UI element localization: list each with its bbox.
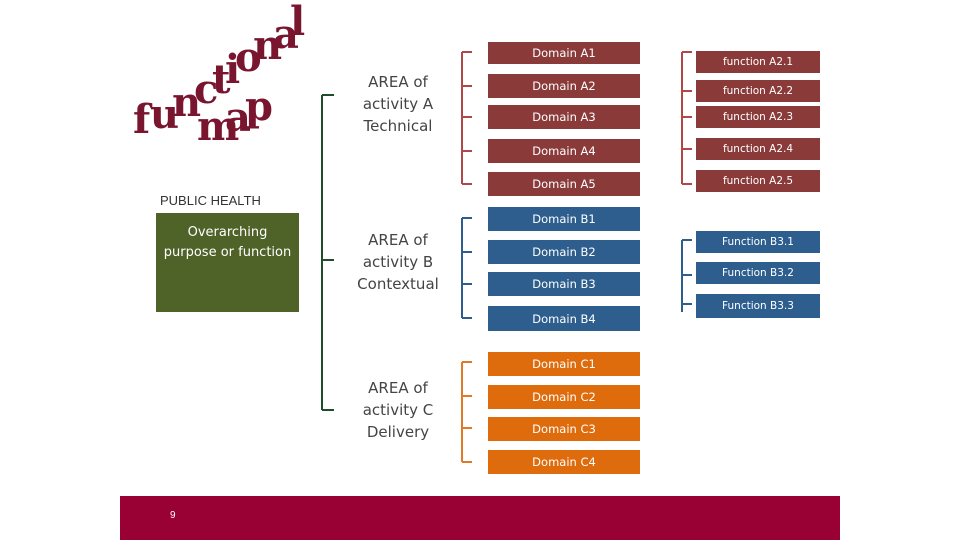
domain-b1: Domain B1	[488, 207, 640, 231]
domain-c1: Domain C1	[488, 352, 640, 376]
domain-a4: Domain A4	[488, 139, 640, 163]
domain-a5: Domain A5	[488, 172, 640, 196]
area-c-label: AREA of activity C Delivery	[362, 379, 434, 441]
area-b-label: AREA of activity B Contextual	[357, 231, 439, 293]
area-b: AREA of activity B Contextual	[342, 226, 454, 298]
domain-c4: Domain C4	[488, 450, 640, 474]
title-char: i	[225, 46, 241, 93]
domain-b4: Domain B4	[488, 306, 640, 331]
area-a: AREA of activity A Technical	[342, 68, 454, 140]
domain-b2: Domain B2	[488, 240, 640, 264]
function-a2-4: function A2.4	[696, 138, 820, 160]
domain-a2: Domain A2	[488, 74, 640, 98]
title-char: a	[273, 11, 299, 58]
title-char: u	[150, 91, 180, 138]
domain-a1: Domain A1	[488, 42, 640, 64]
title-char: m	[197, 103, 240, 150]
area-c: AREA of activity C Delivery	[342, 374, 454, 446]
function-b3-2: Function B3.2	[696, 262, 820, 284]
title-char: f	[133, 96, 151, 143]
domain-b3: Domain B3	[488, 272, 640, 296]
title-char: o	[235, 34, 262, 81]
function-a2-5: function A2.5	[696, 170, 820, 192]
function-b3-3: Function B3.3	[696, 294, 820, 318]
footer-bar: 9	[120, 496, 840, 540]
root-label: Overarching purpose or function	[163, 225, 292, 260]
title-char: t	[212, 56, 231, 103]
root-node: Overarching purpose or function	[156, 213, 299, 312]
title-char: l	[290, 0, 306, 45]
domain-c3: Domain C3	[488, 417, 640, 441]
title-char: a	[225, 94, 251, 141]
area-a-label: AREA of activity A Technical	[362, 73, 434, 135]
function-b3-1: Function B3.1	[696, 231, 820, 253]
page-number: 9	[170, 510, 176, 521]
function-a2-3: function A2.3	[696, 106, 820, 128]
domain-a3: Domain A3	[488, 105, 640, 129]
function-a2-2: function A2.2	[696, 80, 820, 102]
title-char: n	[253, 22, 283, 69]
root-heading: PUBLIC HEALTH	[160, 193, 261, 208]
title-char: p	[245, 83, 273, 130]
title-char: n	[172, 79, 202, 126]
function-a2-1: function A2.1	[696, 51, 820, 73]
domain-c2: Domain C2	[488, 385, 640, 409]
title-char: c	[194, 66, 219, 113]
